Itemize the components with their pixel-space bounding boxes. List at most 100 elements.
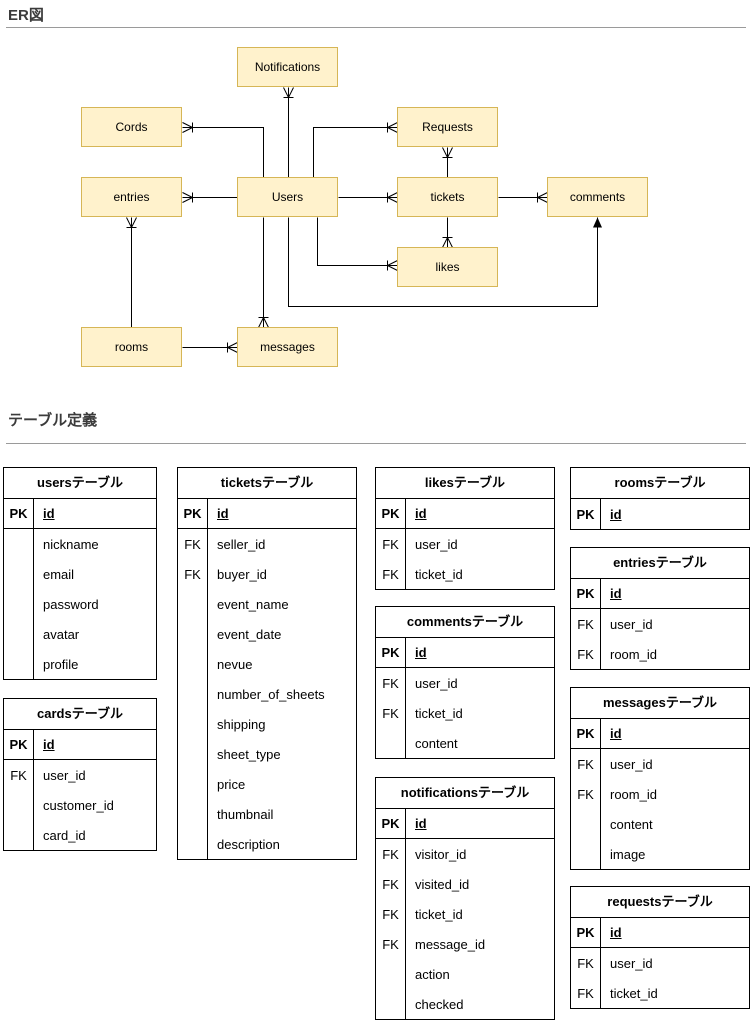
- table-row: password: [4, 589, 156, 619]
- crowfoot-marker: [227, 342, 238, 353]
- table-row: content: [376, 728, 554, 758]
- field-cell: number_of_sheets: [217, 686, 325, 702]
- field-cell: ticket_id: [610, 985, 658, 1001]
- table-row: FK user_id: [376, 668, 554, 698]
- crowfoot-marker: [387, 260, 398, 271]
- table-row: PK id: [376, 809, 554, 839]
- field-cell: user_id: [43, 767, 86, 783]
- field-cell: event_name: [217, 596, 289, 612]
- table-row: image: [571, 839, 749, 869]
- relationship-users-comments: [288, 217, 602, 307]
- field-cell: room_id: [610, 646, 657, 662]
- section-divider: [6, 27, 746, 28]
- table-row: price: [178, 769, 356, 799]
- relationship-lines-layer: [126, 87, 602, 353]
- relationship-users-notifications: [283, 87, 294, 178]
- field-cell: user_id: [415, 675, 458, 691]
- key-cell: FK: [376, 668, 406, 698]
- key-cell: PK: [571, 579, 601, 608]
- key-cell: PK: [178, 499, 208, 528]
- key-cell: FK: [376, 869, 406, 899]
- field-cell: id: [43, 737, 55, 752]
- table-row: FK ticket_id: [571, 978, 749, 1008]
- field-cell: room_id: [610, 786, 657, 802]
- key-cell: FK: [571, 978, 601, 1008]
- relationship-rooms-messages: [182, 342, 238, 353]
- key-cell: FK: [571, 609, 601, 639]
- key-cell: [571, 839, 601, 869]
- key-cell: PK: [376, 809, 406, 838]
- table-row: description: [178, 829, 356, 859]
- field-cell: price: [217, 776, 246, 792]
- field-cell: id: [415, 816, 427, 831]
- field-cell: seller_id: [217, 536, 266, 552]
- field-cell: card_id: [43, 827, 86, 843]
- table-title: notificationsテーブル: [376, 778, 554, 809]
- crowfoot-marker: [442, 237, 453, 248]
- key-cell: [571, 809, 601, 839]
- table-row: checked: [376, 989, 554, 1019]
- table-row: event_name: [178, 589, 356, 619]
- key-cell: [4, 559, 34, 589]
- table-row: event_date: [178, 619, 356, 649]
- table-title: requestsテーブル: [571, 887, 749, 918]
- key-cell: [376, 728, 406, 758]
- crowfoot-marker: [126, 217, 137, 228]
- key-cell: PK: [571, 918, 601, 947]
- entity-users: Users: [237, 177, 338, 217]
- relationship-users-cords: [182, 122, 264, 178]
- field-cell: sheet_type: [217, 746, 281, 762]
- entity-rooms: rooms: [81, 327, 182, 367]
- relationship-tickets-comments: [498, 192, 548, 203]
- relationship-line: [182, 127, 264, 178]
- crowfoot-marker: [537, 192, 548, 203]
- key-cell: PK: [376, 499, 406, 528]
- table-row: profile: [4, 649, 156, 679]
- field-cell: customer_id: [43, 797, 114, 813]
- table-row: sheet_type: [178, 739, 356, 769]
- field-cell: password: [43, 596, 99, 612]
- field-cell: id: [610, 925, 622, 940]
- field-cell: buyer_id: [217, 566, 267, 582]
- field-cell: visited_id: [415, 876, 470, 892]
- entity-entries: entries: [81, 177, 182, 217]
- tables-section-title: テーブル定義: [8, 412, 98, 429]
- entity-comments: comments: [547, 177, 648, 217]
- key-cell: [178, 799, 208, 829]
- key-cell: [178, 769, 208, 799]
- field-cell: message_id: [415, 936, 486, 952]
- relationship-rooms-entries: [126, 217, 137, 328]
- key-cell: PK: [4, 499, 34, 528]
- field-cell: visitor_id: [415, 846, 467, 862]
- field-cell: user_id: [610, 955, 653, 971]
- relationship-users-entries: [182, 192, 238, 203]
- relationship-users-messages: [258, 217, 269, 328]
- field-cell: id: [43, 506, 55, 521]
- crowfoot-marker: [387, 192, 398, 203]
- key-cell: [4, 619, 34, 649]
- key-cell: [4, 649, 34, 679]
- field-cell: nevue: [217, 656, 253, 672]
- crowfoot-marker: [182, 122, 193, 133]
